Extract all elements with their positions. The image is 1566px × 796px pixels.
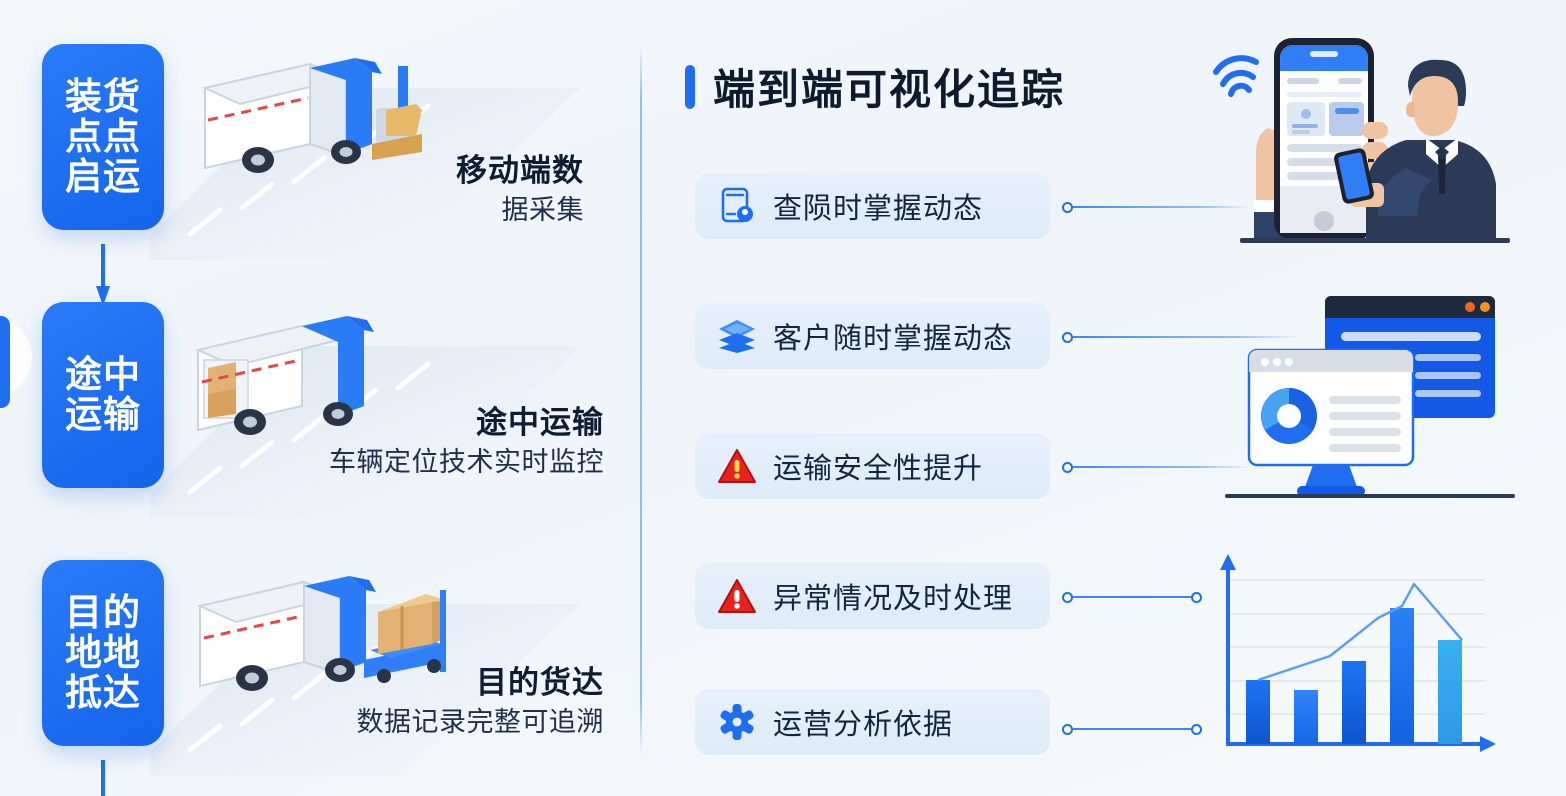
businessman-with-smartphone-illustration [1210, 28, 1510, 253]
connector-line [1062, 330, 1302, 344]
warning-triangle-icon [717, 576, 757, 616]
connector-line [1062, 200, 1252, 214]
feature-label: 异常情况及时处理 [773, 583, 1014, 615]
bar-chart-illustration [1200, 548, 1510, 763]
down-arrow-icon [96, 244, 110, 306]
road-illustration [150, 306, 580, 518]
connector-dot [1062, 723, 1073, 735]
stage-badge: 途中运输 [42, 302, 164, 488]
connector-dot [1062, 201, 1073, 213]
connector-line [1062, 722, 1202, 736]
stage-label: 移动端数 据采集 [384, 152, 584, 228]
road-illustration [150, 564, 580, 776]
logistics-flow-panel: 装货点点启运 移动端数 据采集 [0, 0, 640, 796]
stage-subtitle: 数据记录完整可追溯 [356, 706, 604, 737]
road-illustration [150, 48, 580, 260]
stage-row: 途中运输 途中运输 车辆定位技术实时监控 [0, 288, 640, 796]
stage-badge: 目的地地抵达 [42, 560, 164, 746]
down-arrow-icon [96, 760, 110, 796]
connector-dot [1062, 461, 1073, 473]
feature-item[interactable]: 运营分析依据 [695, 689, 1050, 755]
connector-dot [1062, 331, 1073, 343]
connector-line [1062, 590, 1202, 604]
wifi-signal-icon [1213, 55, 1259, 97]
feature-label: 运输安全性提升 [773, 453, 984, 485]
stage-badge-label: 目的地地抵达 [65, 592, 141, 713]
stage-badge: 装货点点启运 [42, 44, 164, 230]
warning-triangle-icon [717, 446, 757, 486]
mobile-location-icon [717, 186, 757, 226]
feature-item[interactable]: 运输安全性提升 [695, 433, 1050, 499]
vertical-divider [640, 44, 642, 756]
stage-row: 装货点点启运 移动端数 据采集 [0, 30, 640, 306]
stage-row: 目的地地抵达 目的货达 数据记录完整可追溯 [0, 546, 640, 786]
heading-accent-bar [685, 64, 695, 109]
stage-subtitle: 车辆定位技术实时监控 [329, 446, 604, 477]
feature-label: 客户随时掌握动态 [773, 323, 1014, 355]
connector-line [1062, 460, 1252, 474]
decorative-left-bar [0, 316, 10, 408]
stage-label: 目的货达 数据记录完整可追溯 [357, 664, 605, 740]
feature-item[interactable]: 客户随时掌握动态 [695, 303, 1050, 369]
connector-dot [1191, 591, 1202, 603]
feature-item[interactable]: 查陨时掌握动态 [695, 173, 1050, 239]
visibility-features-panel: 端到端可视化追踪 查陨时掌握动态 [640, 0, 1566, 796]
heading-text: 端到端可视化追踪 [713, 66, 1066, 113]
connector-dot [1062, 591, 1073, 603]
stage-title: 目的货达 [476, 665, 604, 700]
stage-badge-label: 途中运输 [65, 354, 141, 435]
stage-label: 途中运输 车辆定位技术实时监控 [329, 404, 604, 480]
dashboard-monitor-illustration [1225, 288, 1515, 503]
gear-icon [717, 702, 757, 742]
connector-dot [1191, 723, 1202, 735]
stage-title: 移动端数 [456, 153, 584, 188]
feature-label: 查陨时掌握动态 [773, 193, 984, 225]
stage-badge-label: 装货点点启运 [65, 76, 141, 197]
stage-title: 途中运输 [476, 405, 604, 440]
feature-item[interactable]: 异常情况及时处理 [695, 563, 1050, 629]
panel-heading: 端到端可视化追踪 [685, 56, 1065, 117]
stage-subtitle: 据采集 [501, 194, 584, 225]
layers-stack-icon [717, 316, 757, 356]
feature-label: 运营分析依据 [773, 709, 954, 741]
